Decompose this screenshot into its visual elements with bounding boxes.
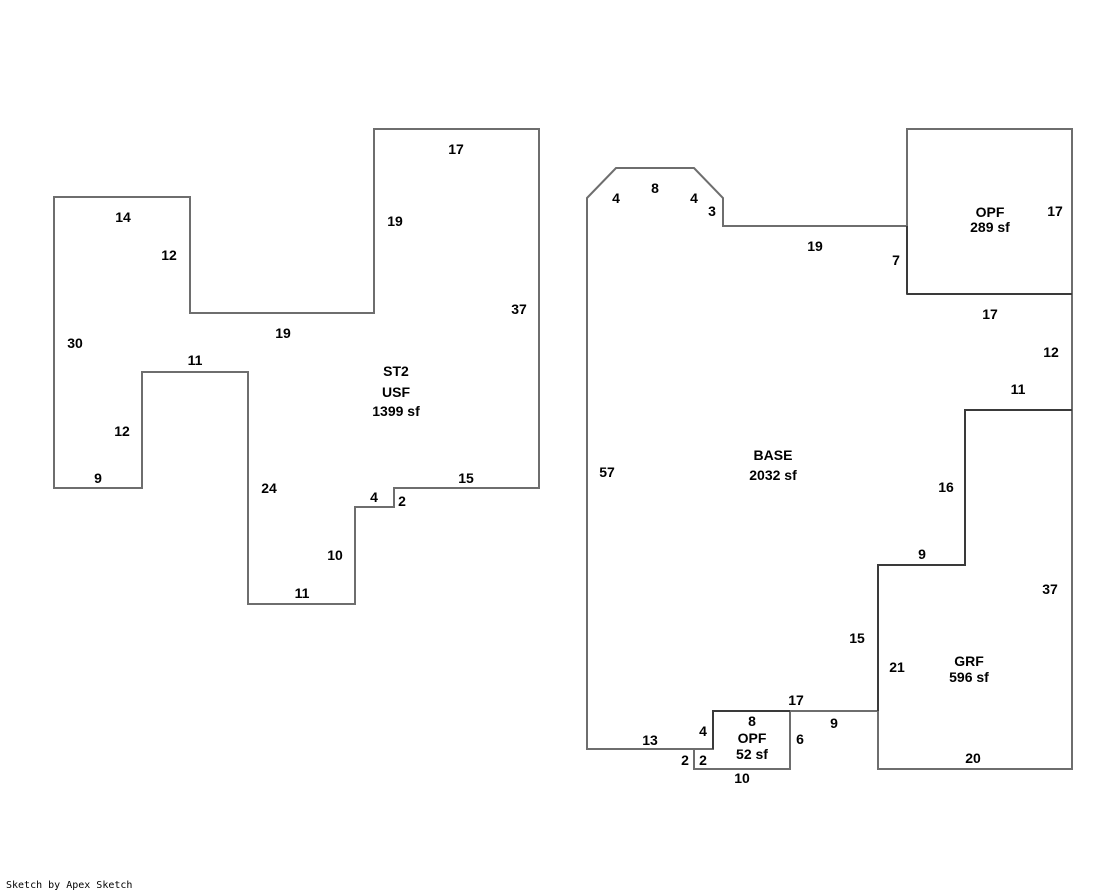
dimension-label: 11 bbox=[188, 352, 203, 368]
dimension-label: 19 bbox=[807, 238, 823, 254]
dimension-label: 17 bbox=[1047, 203, 1063, 219]
opf-small-label-line: OPF bbox=[738, 730, 767, 746]
dimension-label: 17 bbox=[788, 692, 804, 708]
dimension-label: 9 bbox=[918, 546, 926, 562]
dimension-label: 2 bbox=[398, 493, 406, 509]
grf-label-line: GRF bbox=[954, 653, 984, 669]
opf-top-label-line: 289 sf bbox=[970, 219, 1010, 235]
dimension-label: 11 bbox=[295, 585, 310, 601]
base-dimensions: 4 8 4 3 19 7 57 13 4 2 17 9 15 16 9 11 1… bbox=[599, 180, 1059, 768]
dimension-label: 4 bbox=[699, 723, 707, 739]
opf-small-area-label: OPF 52 sf bbox=[736, 730, 768, 762]
dimension-label: 37 bbox=[511, 301, 527, 317]
dimension-label: 20 bbox=[965, 750, 981, 766]
dimension-label: 17 bbox=[448, 141, 464, 157]
grf-base-boundary bbox=[877, 409, 1072, 711]
opf-top-label-line: OPF bbox=[976, 204, 1005, 220]
dimension-label: 2 bbox=[681, 752, 689, 768]
dimension-label: 17 bbox=[982, 306, 998, 322]
dimension-label: 4 bbox=[612, 190, 620, 206]
st2-label-line: 1399 sf bbox=[372, 403, 420, 419]
dimension-label: 4 bbox=[370, 489, 378, 505]
dimension-label: 2 bbox=[699, 752, 707, 768]
dimension-label: 7 bbox=[892, 252, 900, 268]
st2-dimensions: 17 14 12 19 37 19 30 11 12 9 24 4 2 15 1… bbox=[67, 141, 527, 601]
grf-area-label: GRF 596 sf bbox=[949, 653, 989, 685]
dimension-label: 4 bbox=[690, 190, 698, 206]
base-area-label: BASE 2032 sf bbox=[749, 447, 797, 483]
base-label-line: 2032 sf bbox=[749, 467, 797, 483]
dimension-label: 8 bbox=[748, 713, 756, 729]
dimension-label: 12 bbox=[114, 423, 130, 439]
dimension-label: 37 bbox=[1042, 581, 1058, 597]
dimension-label: 10 bbox=[734, 770, 750, 786]
dimension-label: 3 bbox=[708, 203, 716, 219]
st2-label-line: USF bbox=[382, 384, 410, 400]
opf-small-dimensions: 8 6 10 2 bbox=[699, 713, 804, 786]
dimension-label: 14 bbox=[115, 209, 131, 225]
dimension-label: 19 bbox=[387, 213, 403, 229]
dimension-label: 9 bbox=[94, 470, 102, 486]
dimension-label: 12 bbox=[161, 247, 177, 263]
dimension-label: 57 bbox=[599, 464, 615, 480]
dimension-label: 9 bbox=[830, 715, 838, 731]
base-outline bbox=[586, 167, 1073, 750]
opf-small-label-line: 52 sf bbox=[736, 746, 768, 762]
dimension-label: 19 bbox=[275, 325, 291, 341]
dimension-label: 15 bbox=[849, 630, 865, 646]
st2-area-label: ST2 USF 1399 sf bbox=[372, 363, 420, 419]
dimension-label: 24 bbox=[261, 480, 277, 496]
grf-dimensions: 21 37 20 bbox=[889, 581, 1058, 766]
dimension-label: 30 bbox=[67, 335, 83, 351]
st2-usf-outline bbox=[53, 128, 540, 605]
opf-top-area-label: OPF 289 sf bbox=[970, 204, 1010, 235]
footer-credit: Sketch by Apex Sketch bbox=[6, 880, 133, 891]
base-label-line: BASE bbox=[754, 447, 793, 463]
dimension-label: 21 bbox=[889, 659, 905, 675]
dimension-label: 8 bbox=[651, 180, 659, 196]
dimension-label: 12 bbox=[1043, 344, 1059, 360]
dimension-label: 13 bbox=[642, 732, 658, 748]
dimension-label: 16 bbox=[938, 479, 954, 495]
dimension-label: 6 bbox=[796, 731, 804, 747]
dimension-label: 15 bbox=[458, 470, 474, 486]
st2-label-line: ST2 bbox=[383, 363, 409, 379]
grf-label-line: 596 sf bbox=[949, 669, 989, 685]
dimension-label: 11 bbox=[1011, 381, 1026, 397]
opf-small-boundary bbox=[712, 710, 790, 749]
opf-top-dimensions: 17 bbox=[1047, 203, 1063, 219]
dimension-label: 10 bbox=[327, 547, 343, 563]
